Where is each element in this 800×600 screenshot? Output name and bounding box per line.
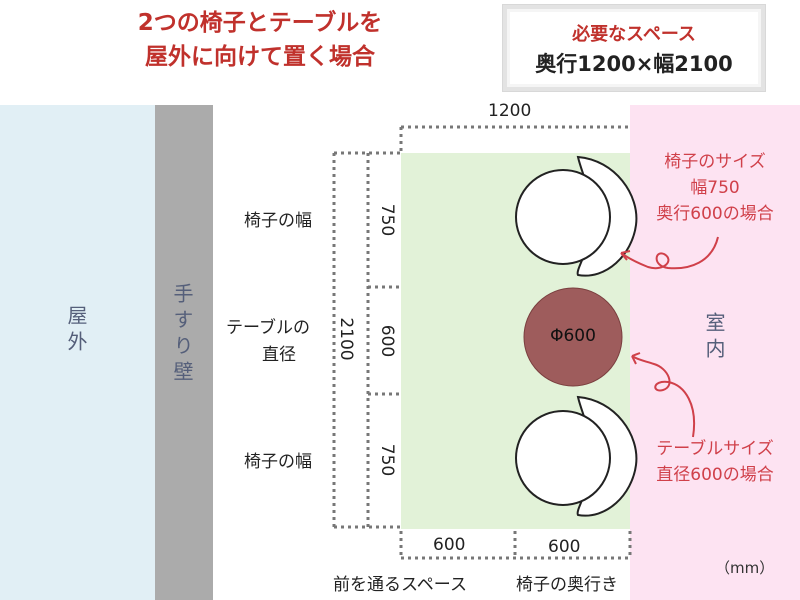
required-space-frame <box>503 5 765 91</box>
label-table-diameter-line2: 直径 <box>262 345 296 365</box>
label-chair-width-bottom: 椅子の幅 <box>244 452 312 472</box>
label-chair-depth: 椅子の奥行き <box>516 575 618 595</box>
label-table-diameter-line1: テーブルの <box>226 318 310 338</box>
dim-750-top-value: 750 <box>377 203 397 237</box>
chair-callout-line2: 幅750 <box>690 178 740 198</box>
required-space-label: 必要なスペース <box>572 24 696 45</box>
label-chair-width-top: 椅子の幅 <box>244 211 312 231</box>
table-callout-line2: 直径600の場合 <box>656 465 774 485</box>
dim-front-space-value: 600 <box>433 535 466 555</box>
dimension-lines <box>332 125 632 560</box>
dim-2100-value: 2100 <box>336 317 356 361</box>
wall-label: 手すり壁 <box>170 283 194 387</box>
table-callout-line1: テーブルサイズ <box>656 439 774 459</box>
title-line-1: 2つの椅子とテーブルを <box>137 10 383 36</box>
required-space-value: 奥行1200×幅2100 <box>535 52 733 76</box>
table-diameter-mark: Φ600 <box>550 326 596 346</box>
outdoor-zone <box>0 105 155 600</box>
dim-750-bottom-value: 750 <box>377 443 397 477</box>
chair-top-icon <box>515 155 638 277</box>
chair-callout-arrow <box>620 236 719 270</box>
indoor-label: 室内 <box>702 312 726 364</box>
dim-chair-depth-value: 600 <box>548 537 581 557</box>
indoor-zone <box>630 105 800 600</box>
railing-wall-zone <box>155 105 213 600</box>
callout-arrows <box>620 236 719 438</box>
table-size-callout: テーブルサイズ 直径600の場合 <box>630 436 800 488</box>
table-callout-arrowhead <box>631 352 641 365</box>
outdoor-label: 屋外 <box>64 305 88 357</box>
dim-600-table-value: 600 <box>377 324 397 358</box>
chair-size-callout: 椅子のサイズ 幅750 奥行600の場合 <box>630 149 800 227</box>
title-line-2: 屋外に向けて置く場合 <box>145 44 375 70</box>
chair-callout-line1: 椅子のサイズ <box>664 152 766 172</box>
label-front-space: 前を通るスペース <box>333 575 467 595</box>
unit-label: （mm） <box>715 559 775 577</box>
chair-callout-arrowhead <box>620 250 631 261</box>
chair-callout-line3: 奥行600の場合 <box>656 204 774 224</box>
table-callout-arrow <box>631 355 696 438</box>
table-icon <box>523 287 623 387</box>
dim-1200-value: 1200 <box>488 101 532 121</box>
chair-bottom-icon <box>515 395 638 517</box>
